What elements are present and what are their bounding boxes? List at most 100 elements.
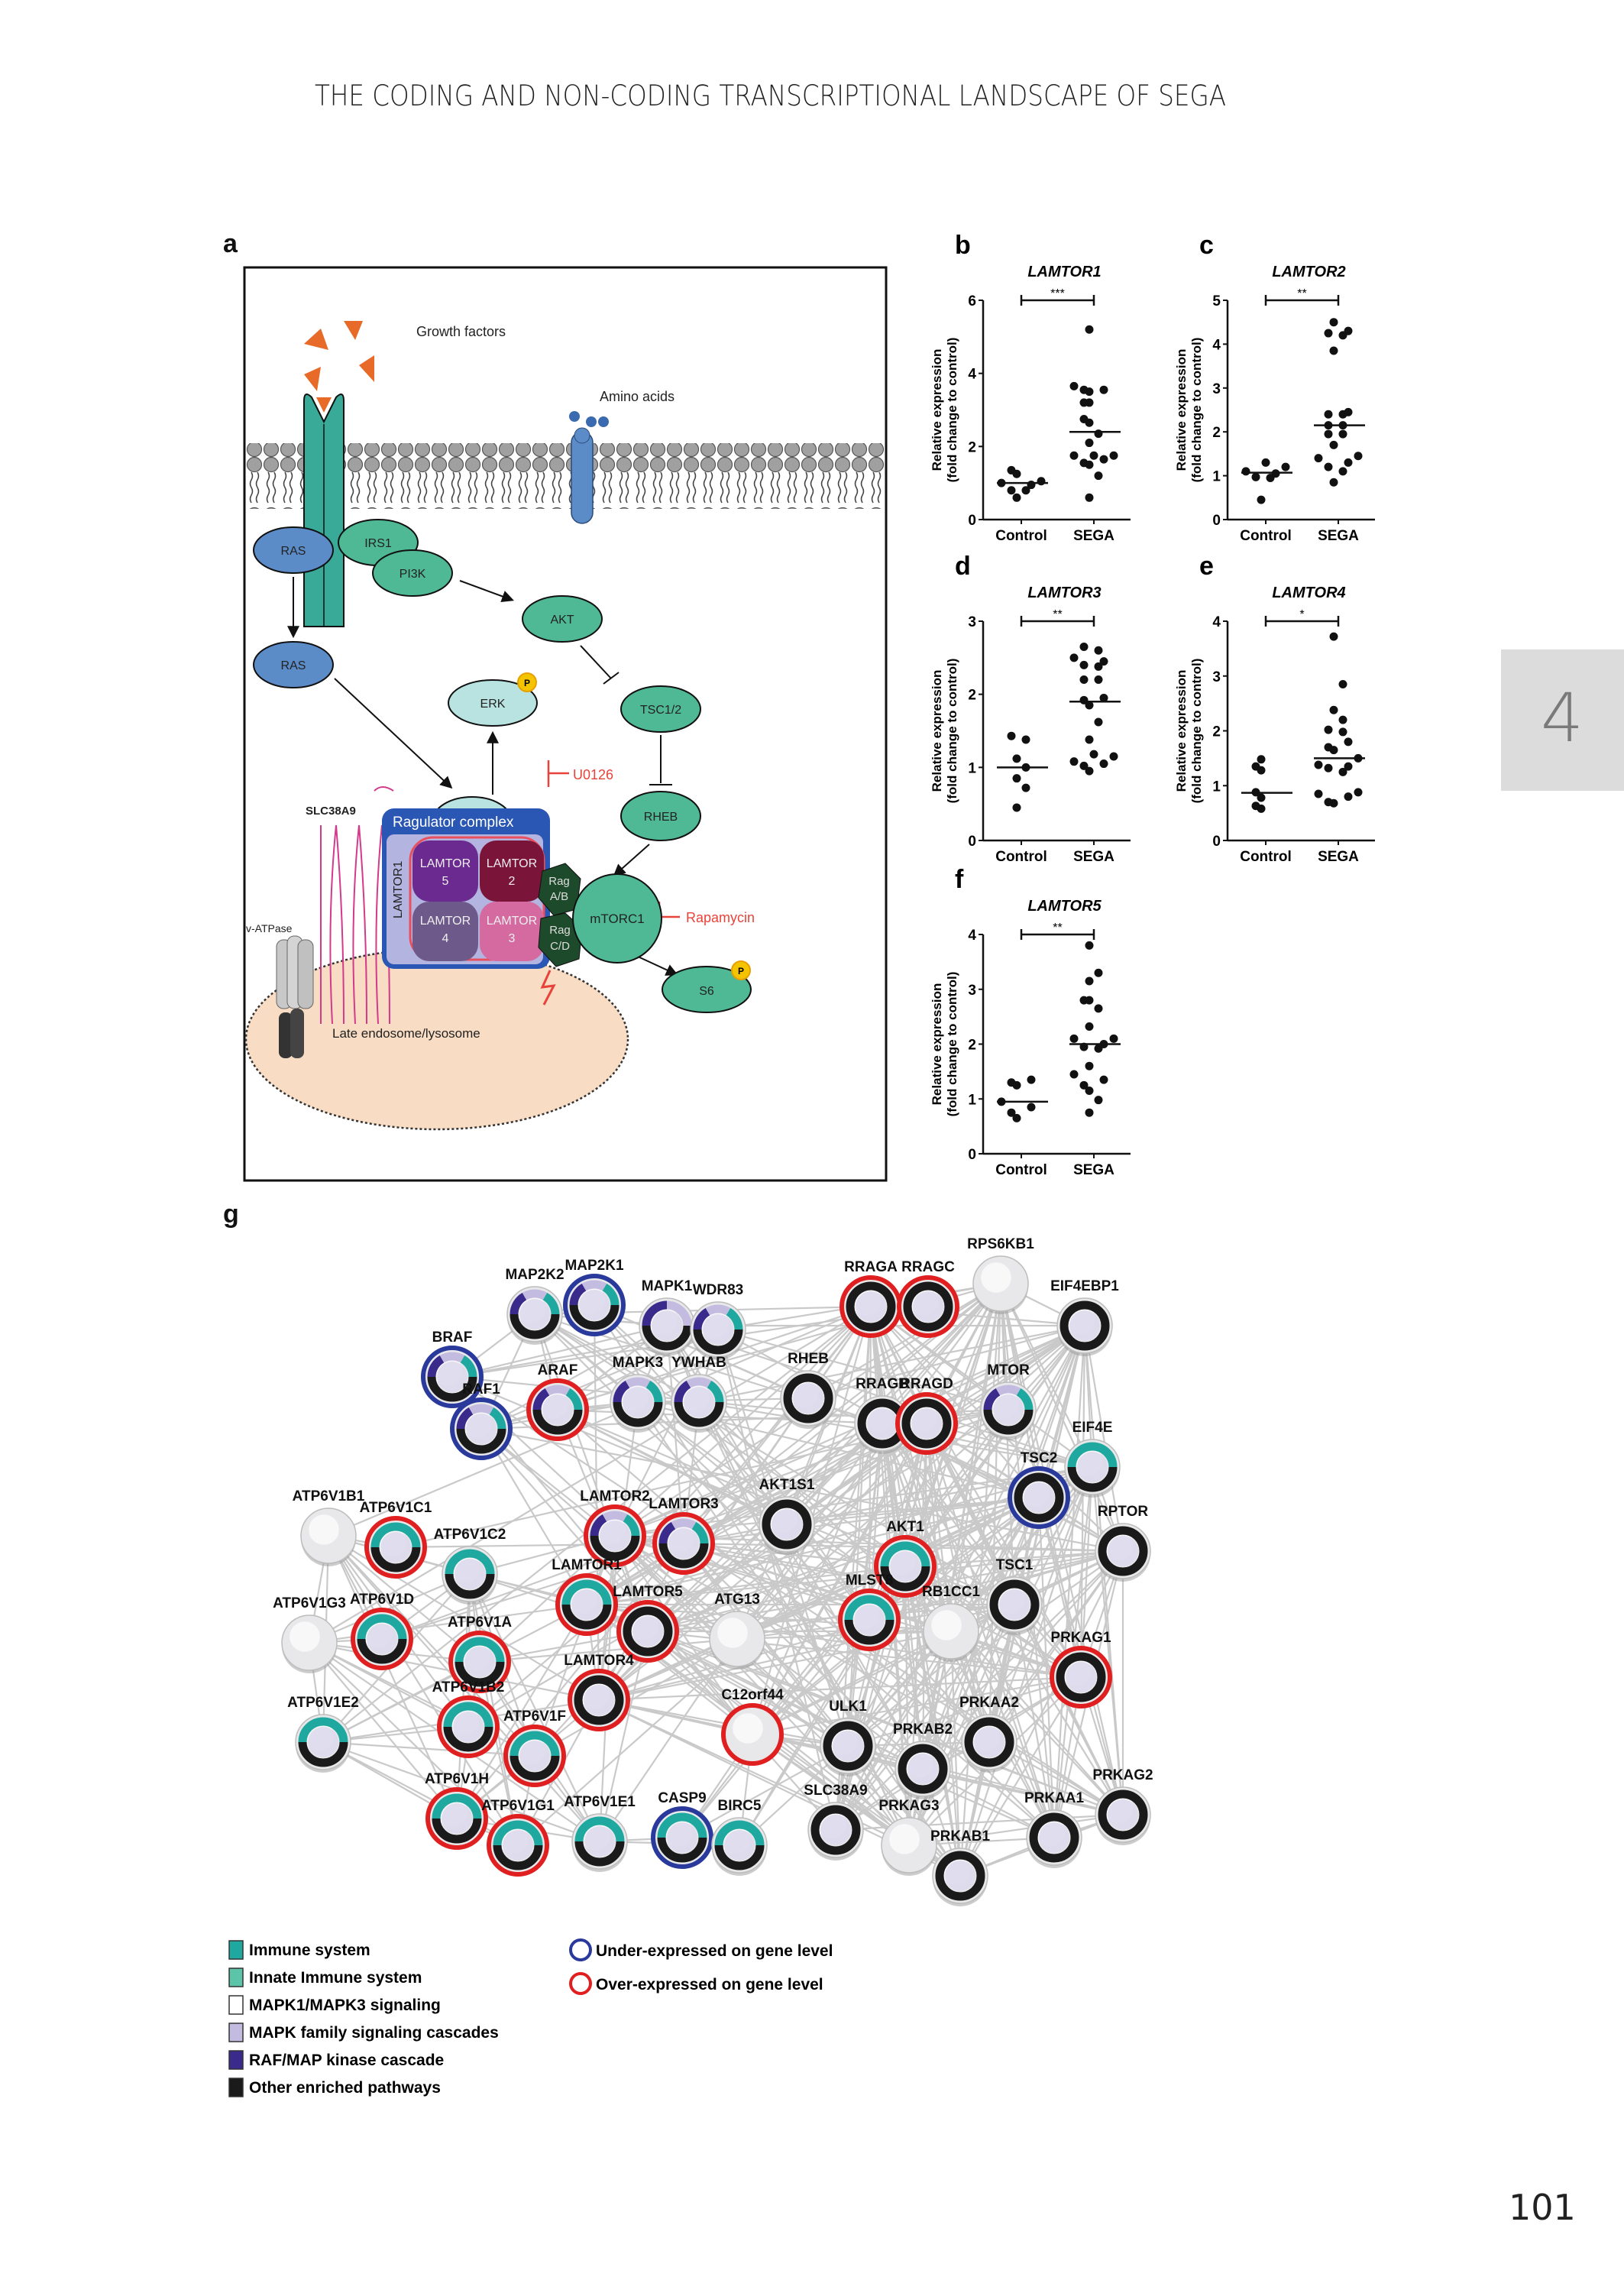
data-point: [1079, 761, 1089, 770]
network-node: ATP6V1B1: [293, 1488, 365, 1566]
data-point: [1007, 1078, 1016, 1087]
panel-letter-g: g: [223, 1200, 239, 1229]
network-edge: [614, 1324, 1085, 1537]
network-node: ATP6V1D: [350, 1592, 414, 1670]
x-tick-label: SEGA: [1318, 849, 1359, 865]
over-expressed-ring: [721, 1703, 784, 1766]
svg-text:TSC1/2: TSC1/2: [640, 704, 681, 717]
network-node: ATP6V1C2: [434, 1527, 506, 1605]
network-node: RPS6KB1: [967, 1236, 1034, 1314]
network-edge: [322, 1741, 535, 1757]
network-edge: [736, 1423, 927, 1640]
y-axis-label: (fold change to control): [945, 659, 959, 804]
data-point: [1251, 762, 1260, 771]
data-point: [1324, 725, 1333, 734]
x-tick-label: Control: [1240, 849, 1292, 865]
over-expressed-ring: [437, 1695, 500, 1758]
x-tick-label: Control: [1240, 528, 1292, 544]
under-expressed-ring: [1008, 1466, 1070, 1529]
node-ras-top: RAS: [253, 526, 334, 574]
data-point: [1094, 1096, 1103, 1105]
data-point: [1085, 941, 1094, 950]
network-edge: [698, 1324, 1085, 1404]
data-point: [1329, 705, 1338, 714]
plot-title: LAMTOR3: [1027, 585, 1101, 601]
network-edge: [614, 1329, 719, 1537]
legend-label: Other enriched pathways: [249, 2079, 441, 2097]
network-node: PRKAA2: [959, 1695, 1019, 1773]
data-point: [1354, 788, 1363, 797]
network-node: LAMTOR1: [552, 1557, 622, 1636]
x-tick-label: SEGA: [1073, 849, 1114, 865]
network-node: SLC38A9: [804, 1783, 868, 1861]
data-point: [1079, 458, 1089, 468]
node-erk: ERK P: [448, 672, 538, 727]
network-node: EIF4EBP1: [1050, 1278, 1119, 1356]
over-expressed-ring: [895, 1392, 958, 1455]
amino-acid-transporter-icon: [569, 411, 609, 524]
data-point: [1069, 757, 1079, 766]
network-node: PRKAA1: [1024, 1790, 1084, 1868]
over-expressed-ring: [487, 1814, 549, 1877]
network-node: ATP6V1E1: [564, 1794, 636, 1872]
y-axis-label: Relative expression: [930, 983, 944, 1106]
node-label: WDR83: [693, 1282, 744, 1298]
data-point: [1324, 763, 1333, 772]
data-point: [1099, 1075, 1108, 1084]
node-tsc12: TSC1/2: [620, 685, 701, 733]
label-slc38a9: SLC38A9: [306, 805, 356, 818]
network-node: ATP6V1G1: [481, 1798, 555, 1877]
network-node: ATP6V1F: [503, 1708, 566, 1787]
data-point: [1089, 451, 1098, 460]
over-expressed-ring: [874, 1535, 937, 1598]
network-node: BIRC5: [711, 1798, 768, 1876]
data-point: [1085, 1022, 1094, 1032]
svg-text:5: 5: [442, 875, 449, 888]
svg-text:LAMTOR: LAMTOR: [487, 857, 537, 870]
svg-text:P: P: [524, 678, 530, 688]
data-point: [1085, 1108, 1094, 1117]
network-edge: [925, 1423, 953, 1632]
data-point: [1069, 451, 1079, 460]
data-point: [1354, 452, 1363, 461]
data-point: [1094, 968, 1103, 977]
network-node: LAMTOR4: [564, 1653, 634, 1731]
network-edge: [586, 1604, 753, 1735]
data-point: [1324, 462, 1333, 471]
node-label: PRKAA2: [959, 1695, 1019, 1711]
label-ragulator: Ragulator complex: [393, 815, 514, 831]
data-point: [1329, 318, 1338, 327]
network-node: RB1CC1: [922, 1584, 980, 1662]
network-edge: [870, 1306, 1082, 1678]
node-label: RB1CC1: [922, 1584, 980, 1600]
network-edge: [683, 1542, 906, 1568]
x-tick-label: Control: [995, 528, 1047, 544]
data-point: [1329, 440, 1338, 449]
network-edge: [586, 1423, 927, 1605]
y-tick-label: 3: [1212, 381, 1221, 397]
data-point: [1079, 385, 1089, 394]
svg-text:2: 2: [509, 875, 516, 888]
data-point: [1079, 996, 1089, 1005]
network-edge: [1014, 1604, 1124, 1815]
node-label: RRAGD: [900, 1376, 953, 1392]
data-point: [1079, 398, 1089, 407]
y-axis-label: Relative expression: [930, 349, 944, 471]
data-point: [1085, 439, 1094, 448]
network-edge: [328, 1305, 872, 1537]
network-edge: [309, 1306, 872, 1644]
network-edge: [683, 1543, 910, 1846]
y-tick-label: 4: [1212, 337, 1221, 353]
y-tick-label: 2: [968, 439, 976, 455]
svg-text:RAS: RAS: [281, 659, 306, 672]
network-edge: [1091, 1466, 1124, 1815]
svg-text:PI3K: PI3K: [400, 568, 426, 581]
y-tick-label: 3: [968, 614, 976, 630]
data-point: [1007, 731, 1016, 740]
over-expressed-ring: [425, 1787, 488, 1850]
network-edge: [681, 1745, 849, 1838]
